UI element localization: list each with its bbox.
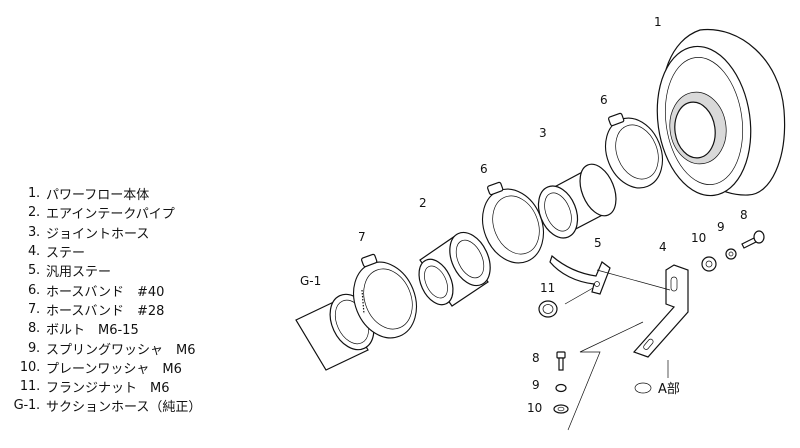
part-number: 7.: [27, 301, 40, 317]
parts-list-item: 10. プレーンワッシャ M6: [4, 358, 304, 377]
parts-list-item: 3. ジョイントホース: [4, 223, 304, 242]
part-name: ステー: [46, 246, 86, 262]
part-number: 5.: [27, 263, 40, 279]
callout-6-top: 6: [600, 93, 608, 107]
callout-10-lower: 10: [527, 401, 542, 415]
callout-4: 4: [659, 240, 667, 254]
part-name: エアインテークパイプ: [46, 207, 175, 223]
parts-list-item: 6. ホースバンド #40: [4, 280, 304, 300]
hose-band-40-top: [605, 112, 663, 189]
part-number: 9.: [27, 340, 40, 356]
hose-band-28: [353, 253, 417, 339]
detail-a-label: A部: [658, 382, 680, 397]
part-number: 6.: [27, 282, 40, 298]
part-name: ボルト M6-15: [46, 323, 139, 339]
part-number: 10.: [19, 359, 40, 375]
callout-10-upper: 10: [691, 231, 706, 245]
callout-9-upper: 9: [717, 220, 725, 234]
parts-list-item: 5. 汎用ステー: [4, 261, 304, 280]
part-name: 汎用ステー: [46, 265, 112, 281]
stay: [632, 264, 689, 358]
parts-list-item: 9. スプリングワッシャ M6: [4, 338, 304, 358]
fasteners-lower: [553, 351, 569, 414]
part-name: プレーンワッシャ M6: [46, 361, 182, 377]
part-name: スプリングワッシャ M6: [46, 342, 196, 358]
callout-labels: 1 2 3 4 5 6 6 7 8 8 9 9 10 10 11 G-1 A部: [300, 15, 748, 415]
part-number: 11.: [19, 379, 40, 395]
callout-g1: G-1: [300, 274, 321, 288]
air-intake-pipe: [418, 231, 491, 307]
parts-list-item: 1. パワーフロー本体: [4, 184, 304, 203]
part-number: 3.: [27, 224, 40, 240]
leader-lines: [564, 269, 671, 431]
flange-nut: [538, 300, 558, 318]
parts-list: 1. パワーフロー本体 2. エアインテークパイプ 3. ジョイントホース 4. ステー…: [4, 184, 304, 416]
parts-list-item: 2. エアインテークパイプ: [4, 203, 304, 222]
fasteners-upper: [701, 230, 765, 272]
universal-stay: [549, 254, 611, 295]
callout-11: 11: [540, 281, 555, 295]
joint-hose: [537, 163, 617, 239]
part-name: サクションホース（純正）: [46, 400, 202, 416]
parts-list-item: 8. ボルト M6-15: [4, 319, 304, 338]
part-number: 4.: [27, 244, 40, 260]
part-name: ホースバンド #40: [46, 284, 165, 300]
parts-list-item: 7. ホースバンド #28: [4, 300, 304, 319]
power-flow-body: [656, 28, 786, 197]
callout-2: 2: [419, 196, 427, 210]
callout-3: 3: [539, 126, 547, 140]
part-name: ジョイントホース: [46, 226, 150, 242]
part-name: パワーフロー本体: [46, 188, 150, 204]
parts-list-item: 4. ステー: [4, 242, 304, 261]
callout-8-lower: 8: [532, 351, 540, 365]
part-number: 1.: [27, 186, 40, 202]
callout-6-middle: 6: [480, 162, 488, 176]
parts-list-item: 11. フランジナット M6: [4, 377, 304, 396]
part-number: G-1.: [13, 398, 41, 414]
callout-5: 5: [594, 236, 602, 250]
part-number: 2.: [27, 205, 40, 221]
callout-7: 7: [358, 230, 366, 244]
part-name: フランジナット M6: [46, 381, 170, 397]
callout-1: 1: [654, 15, 662, 29]
callout-8-upper: 8: [740, 208, 748, 222]
parts-list-item: G-1. サクションホース（純正）: [4, 396, 304, 415]
part-name: ホースバンド #28: [46, 303, 165, 319]
part-number: 8.: [27, 321, 40, 337]
callout-9-lower: 9: [532, 378, 540, 392]
